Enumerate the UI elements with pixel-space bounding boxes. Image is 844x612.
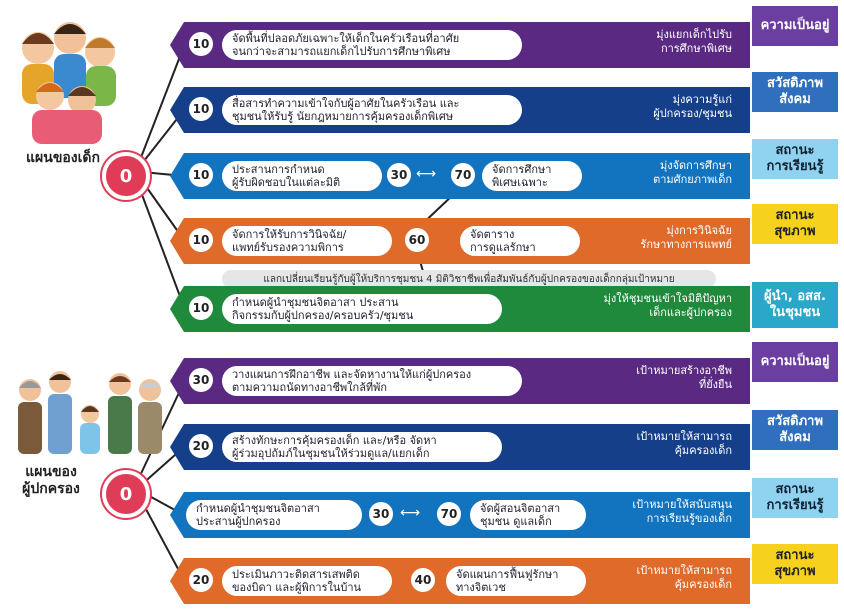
parent-row-1-step: 30 (186, 365, 216, 395)
child-row-3-step-3: 70 (448, 160, 478, 190)
parents-illustration (18, 371, 162, 454)
double-arrow-icon: ⟷ (416, 166, 437, 182)
parent-row-4-action-2: จัดแผนการฟื้นฟูรักษาทางจิตเวช (446, 566, 586, 596)
category-social-welfare: สวัสดิภาพสังคม (752, 72, 838, 112)
child-row-5-action: กำหนดผู้นำชุมชนจิตอาสา ประสานกิจกรรมกับผ… (222, 294, 502, 324)
child-row-2-action: สื่อสารทำความเข้าใจกับผู้อาศัยในครัวเรือ… (222, 95, 522, 125)
child-row-2: 10 สื่อสารทำความเข้าใจกับผู้อาศัยในครัวเ… (170, 87, 750, 133)
child-row-5-goal: มุ่งให้ชุมชนเข้าใจมิติปัญหาเด็กและผู้ปกค… (603, 292, 732, 319)
children-illustration (22, 22, 116, 144)
category-living: ความเป็นอยู่ (752, 6, 838, 46)
parent-row-3-goal: เป้าหมายให้สนับสนุนการเรียนรู้ของเด็ก (632, 498, 732, 525)
parent-row-3-action-2: จัดผู้สอนจิตอาสาชุมชน ดูแลเด็ก (470, 500, 586, 530)
child-row-3: 10 ประสานการกำหนดผู้รับผิดชอบในแต่ละมิติ… (170, 153, 750, 199)
child-row-4-step: 10 (186, 225, 216, 255)
child-row-2-step: 10 (186, 94, 216, 124)
child-row-5-step: 10 (186, 293, 216, 323)
parent-row-3-action: กำหนดผู้นำชุมชนจิตอาสาประสานผู้ปกครอง (186, 500, 362, 530)
children-plan-hub: 0 (102, 152, 150, 200)
double-arrow-icon-2: ⟷ (400, 505, 421, 521)
parents-plan-hub: 0 (102, 470, 150, 518)
child-row-4-step-2: 60 (402, 225, 432, 255)
child-row-3-action-2: จัดการศึกษาพิเศษเฉพาะ (482, 161, 582, 191)
child-row-3-step: 10 (186, 160, 216, 190)
category-learning: สถานะการเรียนรู้ (752, 139, 838, 179)
parent-row-4-step: 20 (186, 565, 216, 595)
parent-row-4-goal: เป้าหมายให้สามารถคุ้มครองเด็ก (636, 564, 732, 591)
parent-row-2-action: สร้างทักษะการคุ้มครองเด็ก และ/หรือ จัดหา… (222, 432, 502, 462)
parent-row-3-step-3: 70 (434, 499, 464, 529)
category-social-welfare-2: สวัสดิภาพสังคม (752, 410, 838, 450)
child-row-4: 10 จัดการให้รับการวินิจฉัย/แพทย์รับรองคว… (170, 218, 750, 264)
parents-plan-title: แผนของ ผู้ปกครอง (6, 464, 96, 498)
category-community-leader: ผู้นำ, อสส.ในชุมชน (752, 282, 838, 328)
child-row-4-action-2: จัดตารางการดูแลรักษา (460, 226, 580, 256)
category-living-2: ความเป็นอยู่ (752, 342, 838, 382)
child-row-1-goal: มุ่งแยกเด็กไปรับการศึกษาพิเศษ (656, 28, 732, 55)
category-health-2: สถานะสุขภาพ (752, 544, 838, 584)
child-row-3-step-2: 30 (384, 160, 414, 190)
parents-plan-title-line1: แผนของ (25, 464, 77, 480)
parent-row-4: 20 ประเมินภาวะติดสารเสพติดของบิดา และผู้… (170, 558, 750, 604)
parent-row-4-step-2: 40 (408, 565, 438, 595)
parent-row-4-action: ประเมินภาวะติดสารเสพติดของบิดา และผู้พิก… (222, 566, 392, 596)
child-row-4-action: จัดการให้รับการวินิจฉัย/แพทย์รับรองความพ… (222, 226, 392, 256)
parent-row-1: 30 วางแผนการฝึกอาชีพ และจัดหางานให้แก่ผู… (170, 358, 750, 404)
child-row-2-goal: มุ่งความรู้แก่ผู้ปกครอง/ชุมชน (653, 93, 732, 120)
parent-row-1-action: วางแผนการฝึกอาชีพ และจัดหางานให้แก่ผู้ปก… (222, 366, 522, 396)
parent-row-3: กำหนดผู้นำชุมชนจิตอาสาประสานผู้ปกครอง 30… (170, 492, 750, 538)
child-row-3-action: ประสานการกำหนดผู้รับผิดชอบในแต่ละมิติ (222, 161, 382, 191)
parent-row-2-goal: เป้าหมายให้สามารถคุ้มครองเด็ก (636, 430, 732, 457)
exchange-banner: แลกเปลี่ยนเรียนรู้กับผู้ให้บริการชุมชน 4… (222, 270, 716, 288)
category-health: สถานะสุขภาพ (752, 204, 838, 244)
child-row-3-goal: มุ่งจัดการศึกษาตามศักยภาพเด็ก (653, 159, 732, 186)
category-learning-2: สถานะการเรียนรู้ (752, 478, 838, 518)
child-row-1: 10 จัดพื้นที่ปลอดภัยเฉพาะให้เด็กในครัวเร… (170, 22, 750, 68)
children-plan-title: แผนของเด็ก (26, 150, 100, 166)
parent-row-2-step: 20 (186, 431, 216, 461)
child-row-1-step: 10 (186, 29, 216, 59)
child-row-4-goal: มุ่งการวินิจฉัยรักษาทางการแพทย์ (640, 224, 732, 251)
child-row-1-action: จัดพื้นที่ปลอดภัยเฉพาะให้เด็กในครัวเรือน… (222, 30, 522, 60)
parents-plan-title-line2: ผู้ปกครอง (22, 481, 80, 497)
parent-row-1-goal: เป้าหมายสร้างอาชีพที่ยั่งยืน (636, 364, 732, 391)
parent-row-2: 20 สร้างทักษะการคุ้มครองเด็ก และ/หรือ จั… (170, 424, 750, 470)
child-row-5: 10 กำหนดผู้นำชุมชนจิตอาสา ประสานกิจกรรมก… (170, 286, 750, 332)
parent-row-3-step-2: 30 (366, 499, 396, 529)
